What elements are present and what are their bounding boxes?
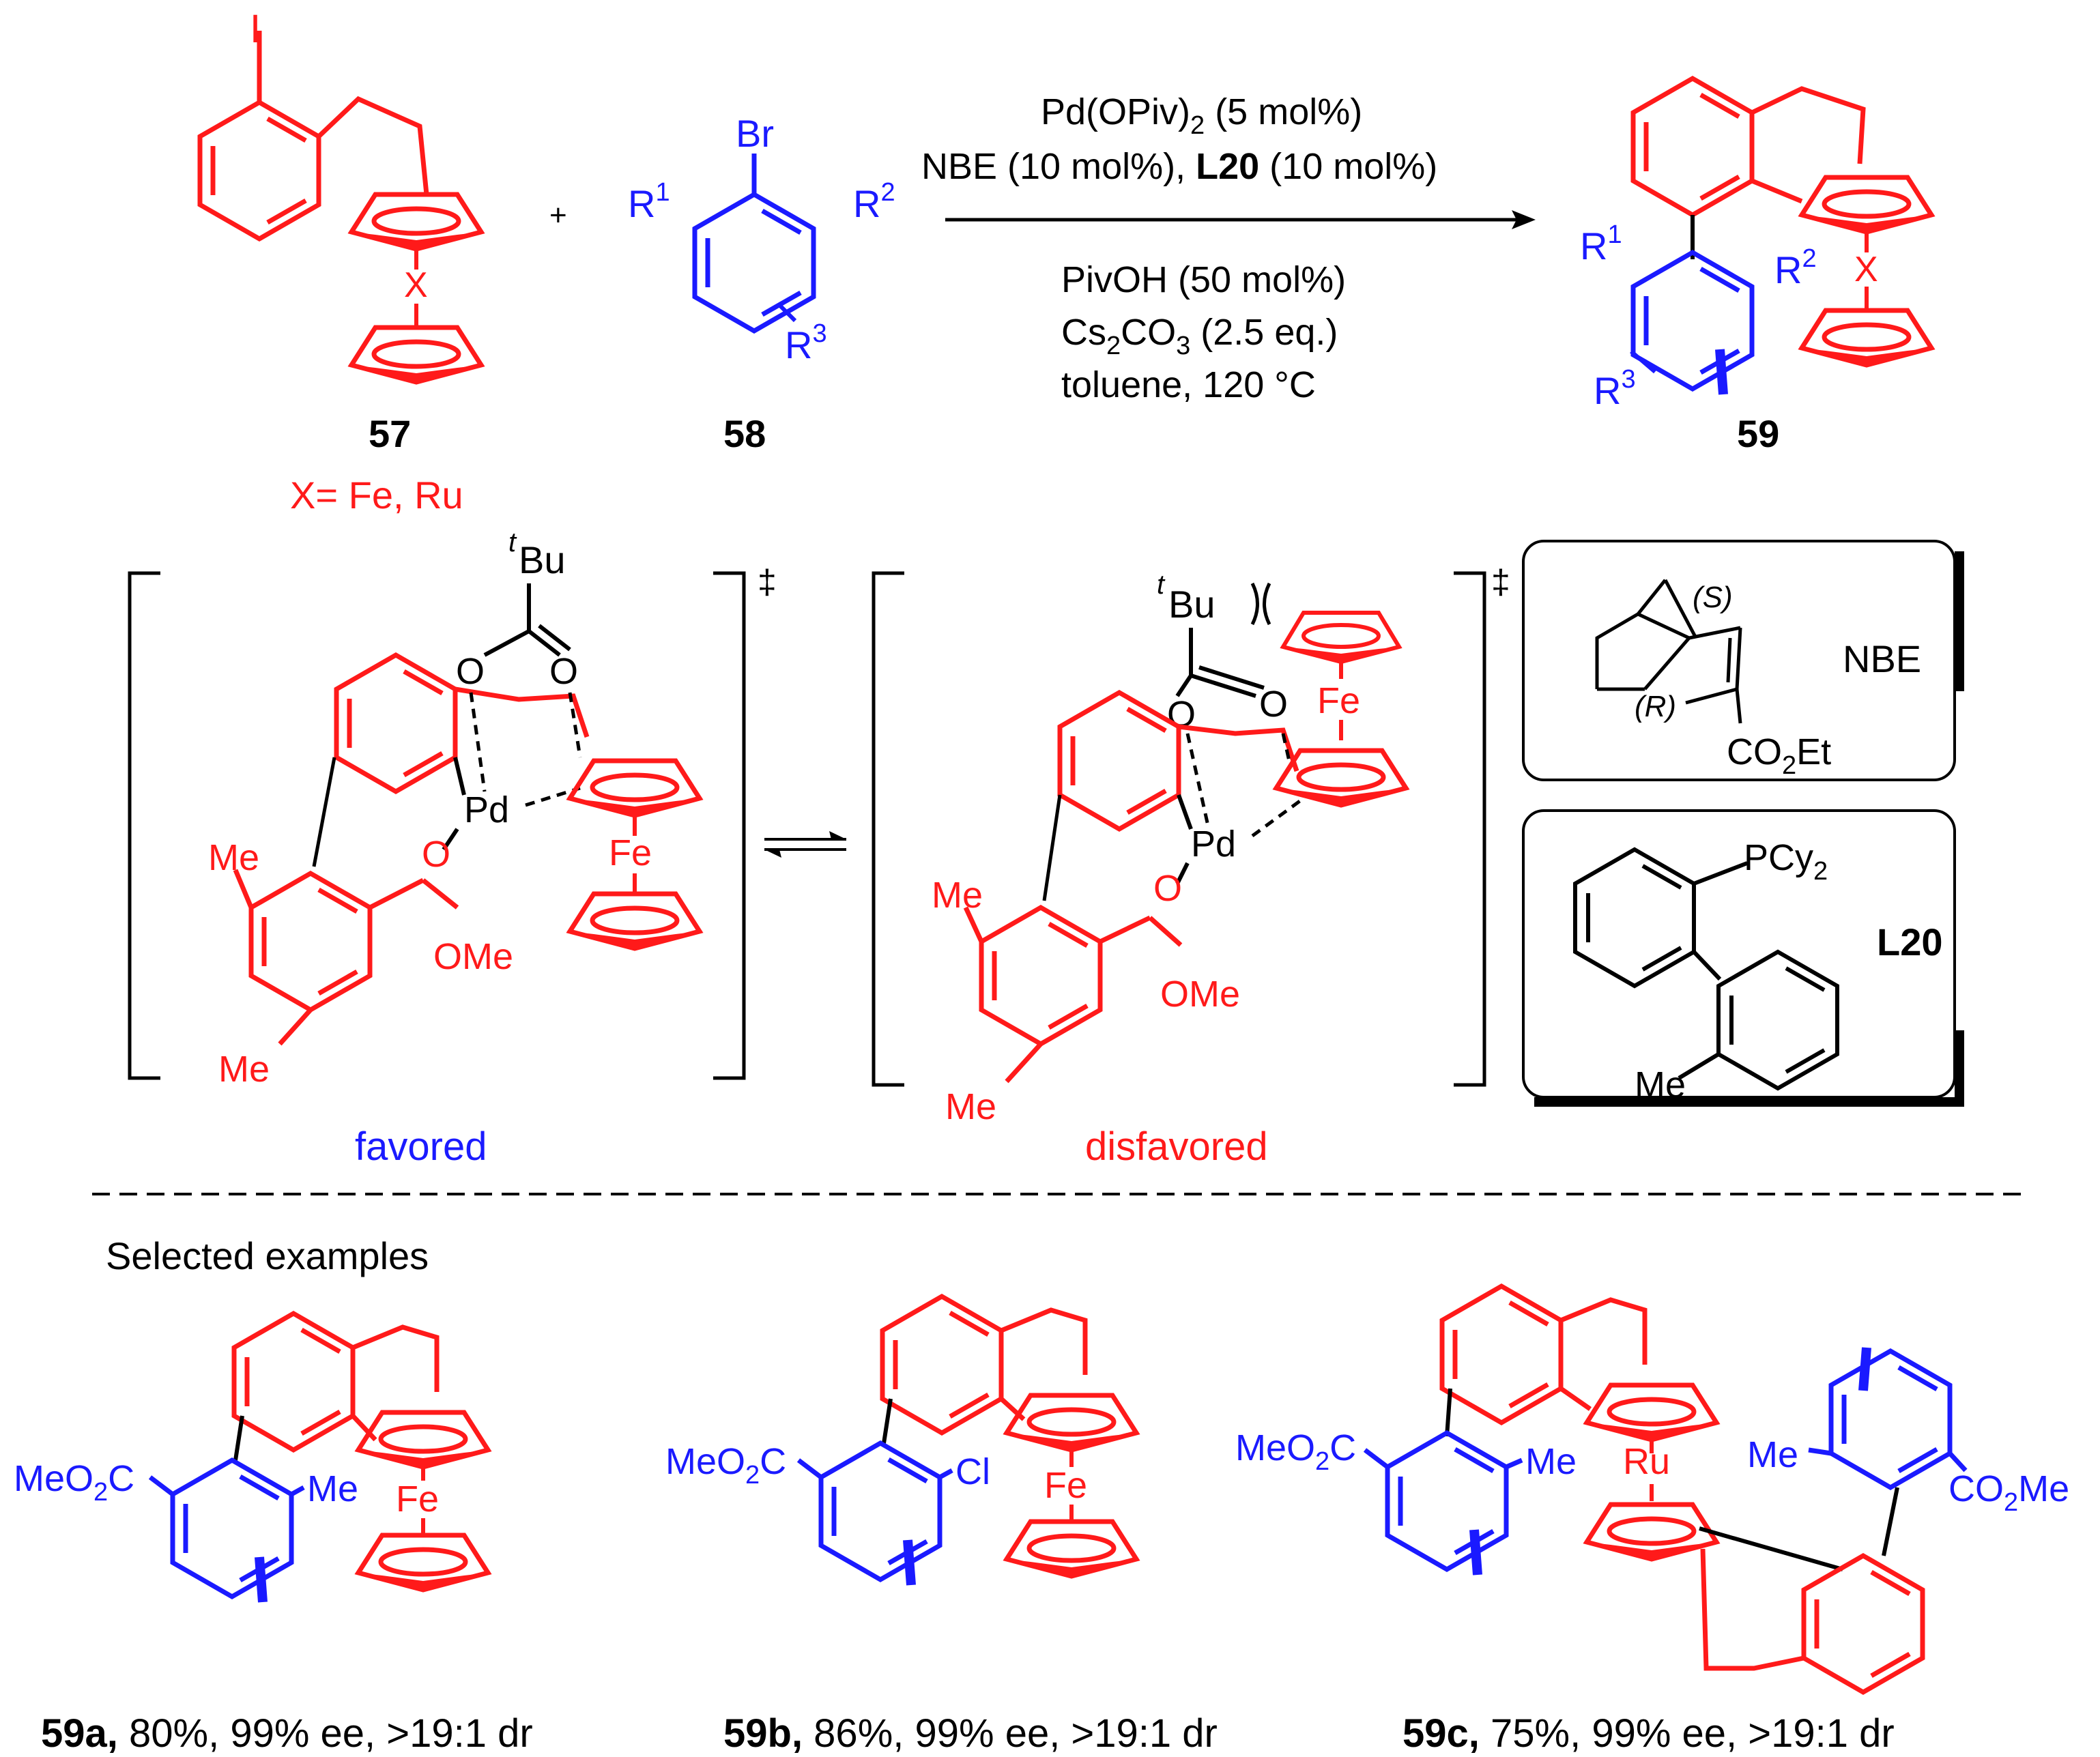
plus-sign: + [549,199,567,232]
product-r3: R3 [1594,365,1636,412]
product-r2: R2 [1774,244,1817,291]
svg-text:MeO2C: MeO2C [14,1458,134,1507]
svg-text:‡: ‡ [1491,563,1510,601]
svg-text:MeO2C: MeO2C [1235,1427,1356,1476]
svg-text:PCy2: PCy2 [1744,837,1828,886]
metal-x-label: X [404,265,428,305]
caption-favored: favored [355,1124,487,1169]
bromo-label: Br [736,112,774,155]
ts-disfavored: ‡ t Bu Fe O O Pd O OMe Me Me disfavored [872,563,1510,1169]
compound-label-58: 58 [723,412,766,455]
svg-text:Ru: Ru [1623,1441,1670,1482]
svg-text:OMe: OMe [433,936,513,977]
compound-label-57: 57 [369,412,411,455]
svg-text:Pd: Pd [1191,824,1236,865]
nbe-structure-box: (S) (R) NBE CO2Et [1522,540,1964,781]
condition-solvent: toluene, 120 °C [1061,364,1316,405]
l20-structure-box: PCy2 Me L20 [1522,809,1964,1107]
svg-text:t: t [508,527,517,557]
r2-label: R2 [853,178,895,225]
svg-text:O: O [456,651,485,692]
iodine-label: I [250,7,261,51]
example-59c-result: 59c, 75%, 99% ee, >19:1 dr [1403,1711,1895,1756]
svg-text:Me: Me [218,1049,270,1090]
svg-text:O: O [1153,868,1182,909]
svg-text:t: t [1157,570,1166,600]
svg-text:(S): (S) [1693,581,1733,614]
svg-text:(R): (R) [1635,690,1676,723]
examples-heading: Selected examples [106,1234,429,1277]
example-59c: Ru MeO2C Me Me CO2Me 59c, 75%, 99% ee, >… [1235,1286,2069,1756]
reagent-58: Br R1 R2 R3 58 [628,112,895,455]
svg-text:CO2Et: CO2Et [1727,731,1831,780]
l20-label: L20 [1877,920,1943,963]
example-59b-result: 59b, 86%, 99% ee, >19:1 dr [723,1711,1218,1756]
reagent-57: I X 57 X= Fe, Ru [200,7,481,517]
equilibrium-arrows [764,831,846,858]
svg-text:O: O [422,834,450,875]
svg-text:Me: Me [1747,1434,1798,1475]
svg-text:Fe: Fe [1044,1465,1087,1506]
condition-catalyst: Pd(OPiv)2 (5 mol%) [1041,91,1362,140]
r1-label: R1 [628,178,670,225]
example-59b: Fe MeO2C Cl 59b, 86%, 99% ee, >19:1 dr [665,1296,1218,1756]
condition-ligands: NBE (10 mol%), L20 (10 mol%) [921,146,1437,187]
reaction-conditions: Pd(OPiv)2 (5 mol%) NBE (10 mol%), L20 (1… [921,91,1437,405]
svg-text:OMe: OMe [1160,974,1240,1015]
svg-text:CO2Me: CO2Me [1948,1468,2069,1517]
svg-text:Me: Me [307,1468,358,1509]
metal-note: X= Fe, Ru [290,474,463,517]
svg-text:O: O [549,651,578,692]
palladium-label: Pd [464,789,509,830]
svg-text:Me: Me [945,1086,996,1127]
svg-text:Me: Me [1525,1441,1577,1482]
svg-text:Me: Me [1635,1064,1686,1105]
svg-text:O: O [1259,684,1288,725]
reaction-arrow [945,210,1536,229]
product-59: X R1 R2 R3 59 [1580,78,1931,455]
svg-text:Cl: Cl [955,1451,990,1492]
svg-text:Bu: Bu [1168,583,1216,626]
svg-text:Me: Me [932,875,983,916]
condition-acid: PivOH (50 mol%) [1061,259,1346,300]
condition-base: Cs2CO3 (2.5 eq.) [1061,312,1338,360]
caption-disfavored: disfavored [1085,1124,1268,1169]
nbe-label: NBE [1843,637,1921,680]
svg-text:Me: Me [208,837,259,878]
svg-text:MeO2C: MeO2C [665,1441,786,1490]
product-metal-x: X [1854,250,1878,289]
ts-dagger: ‡ [758,563,777,601]
r3-label: R3 [785,319,827,366]
ts-favored: ‡ t Bu O O Pd Fe O OMe Me Me favored [128,527,777,1169]
compound-label-59: 59 [1737,412,1779,455]
svg-text:Fe: Fe [396,1479,439,1520]
example-59a-result: 59a, 80%, 99% ee, >19:1 dr [41,1711,533,1756]
example-59a: Fe MeO2C Me 59a, 80%, 99% ee, >19:1 dr [14,1313,533,1756]
tbu-label: Bu [519,538,566,581]
svg-text:Fe: Fe [1317,680,1360,721]
product-r1: R1 [1580,220,1622,267]
svg-text:Fe: Fe [609,832,652,873]
